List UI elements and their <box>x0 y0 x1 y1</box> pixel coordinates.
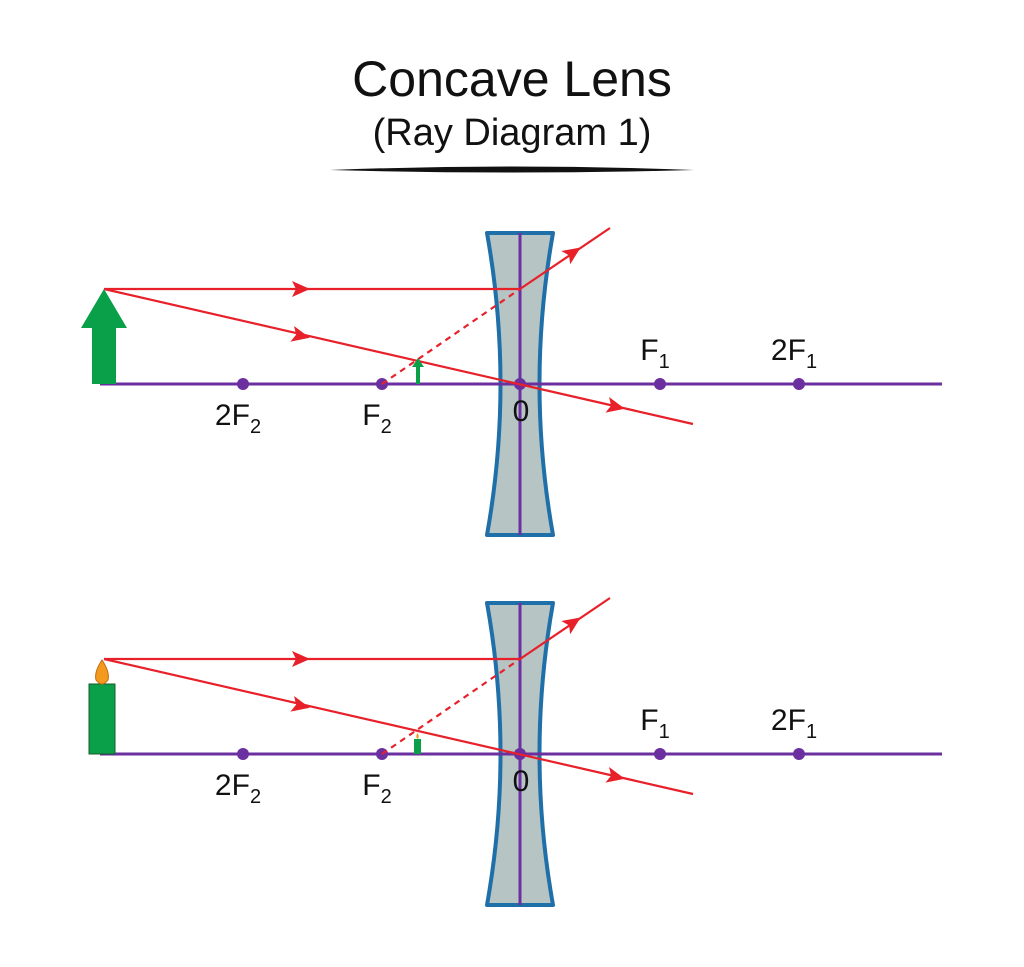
title-underline <box>330 166 694 173</box>
point-2f2 <box>237 378 249 390</box>
object-candle <box>88 683 116 755</box>
ray-arrowhead-icon <box>290 695 310 712</box>
central-ray <box>103 657 694 796</box>
virtual-ray-extension <box>381 658 521 755</box>
label-o: 0 <box>513 765 530 798</box>
image-arrow <box>412 358 424 384</box>
ray-arrowhead-icon <box>292 281 310 297</box>
point-f1 <box>654 748 666 760</box>
ray-arrowhead-icon <box>605 766 625 783</box>
label-f2: F2 <box>362 769 391 808</box>
central-ray <box>103 287 694 426</box>
ray-arrowhead-icon <box>561 247 581 265</box>
ray-diagram-1: 2F2 F2 0 F1 2F1 <box>81 227 942 537</box>
candle-flame-icon <box>95 659 109 685</box>
ray-diagram-2: 2F2 F2 0 F1 2F1 <box>88 597 942 907</box>
ray-arrowhead-icon <box>292 651 310 667</box>
ray-arrowhead-icon <box>290 325 310 342</box>
point-2f1 <box>793 378 805 390</box>
point-f1 <box>654 378 666 390</box>
label-o: 0 <box>513 395 530 428</box>
label-2f2: 2F2 <box>215 769 261 808</box>
label-2f1: 2F1 <box>771 334 817 373</box>
refracted-ray <box>519 227 611 290</box>
refracted-ray <box>519 597 611 660</box>
image-candle <box>414 739 421 754</box>
virtual-ray-extension <box>381 288 521 385</box>
label-f1: F1 <box>640 334 669 373</box>
point-2f1 <box>793 748 805 760</box>
image-candle-flame-icon <box>416 733 419 739</box>
page-subtitle: (Ray Diagram 1) <box>372 112 652 154</box>
label-f1: F1 <box>640 704 669 743</box>
object-arrow <box>81 289 127 384</box>
page-title: Concave Lens <box>352 51 672 107</box>
point-2f2 <box>237 748 249 760</box>
label-2f2: 2F2 <box>215 399 261 438</box>
ray-arrowhead-icon <box>605 396 625 413</box>
label-2f1: 2F1 <box>771 704 817 743</box>
label-f2: F2 <box>362 399 391 438</box>
ray-arrowhead-icon <box>561 617 581 635</box>
